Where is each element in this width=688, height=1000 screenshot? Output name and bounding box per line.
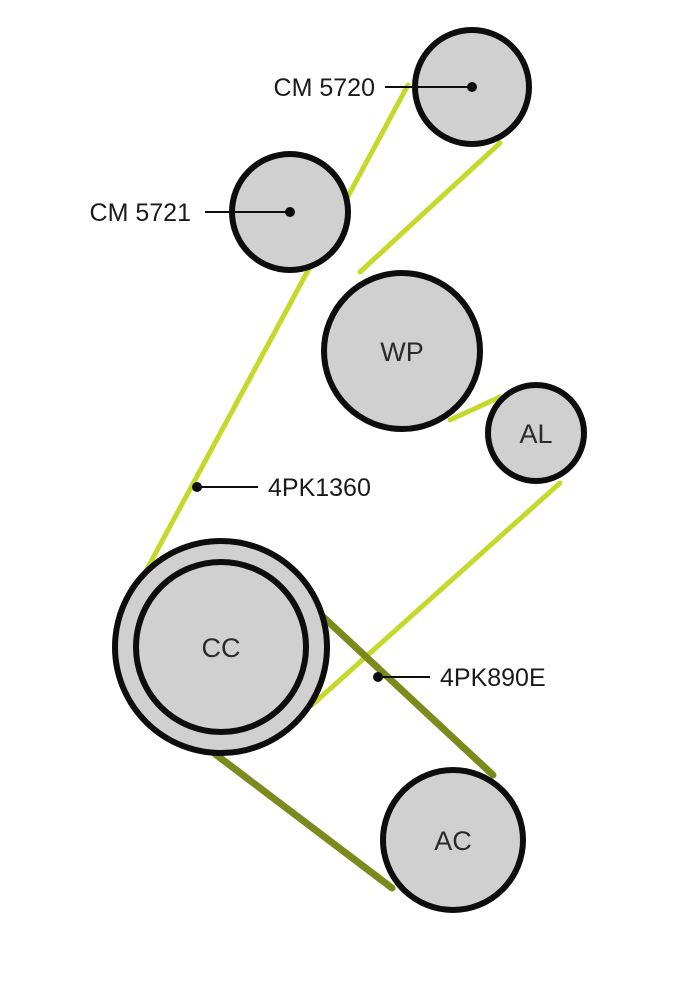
label-belt-4pk1360: 4PK1360 xyxy=(268,474,371,502)
belt-4pk890e-segment xyxy=(186,731,396,892)
label-wp: WP xyxy=(380,337,424,367)
belt-4pk1360 xyxy=(137,82,563,708)
leader-cm5721 xyxy=(205,207,295,217)
label-cm5721: CM 5721 xyxy=(90,199,191,227)
center-dot xyxy=(285,207,295,217)
belt-marker-dot xyxy=(192,482,202,492)
leader-4pk890e xyxy=(373,672,430,682)
pulley-al xyxy=(485,382,587,484)
pulley-ac xyxy=(380,767,526,913)
label-cm5720: CM 5720 xyxy=(274,74,375,102)
label-ac: AC xyxy=(434,826,472,856)
belt-4pk1360-segment xyxy=(357,140,503,275)
center-dot xyxy=(467,82,477,92)
label-belt-4pk890e: 4PK890E xyxy=(440,664,546,692)
belt-4pk1360-segment xyxy=(309,480,563,708)
pulley-wp xyxy=(321,270,483,432)
belt-4pk1360-segment xyxy=(447,394,503,423)
belt-marker-dot xyxy=(373,672,383,682)
label-cc: CC xyxy=(202,633,241,663)
belt-4pk1360-segment xyxy=(137,82,411,585)
label-al: AL xyxy=(519,419,552,449)
belt-4pk890e-segment xyxy=(301,596,497,779)
pulley-cc-inner xyxy=(133,559,309,735)
belt-4pk890e xyxy=(186,596,497,892)
leader-cm5720 xyxy=(385,82,477,92)
leader-4pk1360 xyxy=(192,482,258,492)
